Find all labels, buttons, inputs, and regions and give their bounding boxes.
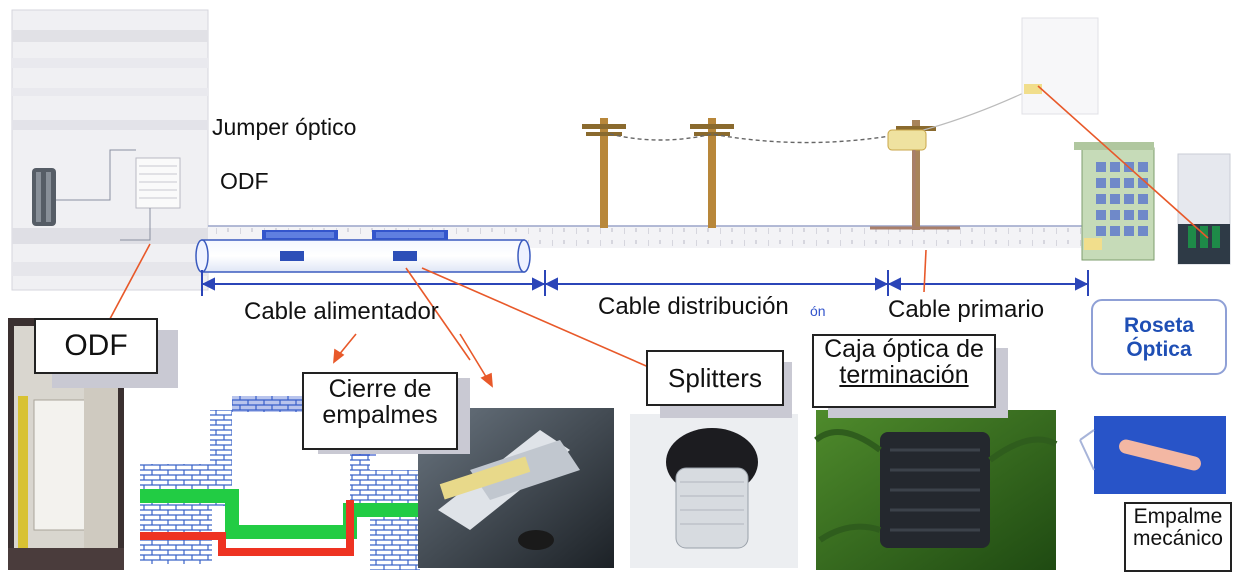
label-empalme-mecanico: Empalme mecánico — [1124, 502, 1232, 572]
optical-rosette-photo — [1177, 153, 1231, 265]
empalme-line-1: Empalme — [1133, 505, 1223, 528]
utility-pole — [896, 120, 936, 230]
house-outline — [1021, 17, 1099, 115]
terminal-box-photo — [814, 410, 1058, 570]
label-cable-primario: Cable primario — [888, 296, 1045, 323]
roseta-line-1: Roseta — [1123, 314, 1195, 337]
label-splitters: Splitters — [646, 350, 784, 406]
mechanical-splice-photo — [1079, 416, 1226, 494]
label-caja-optica: Caja óptica de terminación — [812, 334, 996, 408]
label-jumper-optico: Jumper óptico — [212, 114, 357, 140]
label-roseta-optica: Roseta Óptica — [1092, 314, 1226, 362]
dimension-line — [201, 270, 1089, 296]
label-cable-distribucion: Cable distribución — [598, 293, 789, 320]
cierre-line-1: Cierre de — [328, 375, 432, 403]
roseta-frame — [1091, 299, 1227, 375]
feeder-cable-pipe — [195, 239, 531, 273]
caja-line-2: terminación — [839, 361, 969, 390]
roseta-line-2: Óptica — [1126, 338, 1192, 362]
label-odf-box: ODF — [34, 318, 158, 374]
label-cierre-empalmes: Cierre de empalmes — [302, 372, 458, 450]
utility-pole — [690, 118, 734, 228]
apartment-building — [1074, 142, 1155, 261]
label-distribucion-fragment: ón — [810, 303, 826, 319]
utility-pole — [582, 118, 626, 228]
splitter-photo — [630, 414, 798, 568]
caja-line-1: Caja óptica de — [824, 335, 984, 363]
cierre-line-2: empalmes — [322, 401, 438, 430]
empalme-line-2: mecánico — [1133, 527, 1223, 551]
label-odf-top: ODF — [220, 168, 269, 194]
label-cable-alimentador: Cable alimentador — [244, 298, 439, 325]
central-office-building — [11, 9, 209, 291]
